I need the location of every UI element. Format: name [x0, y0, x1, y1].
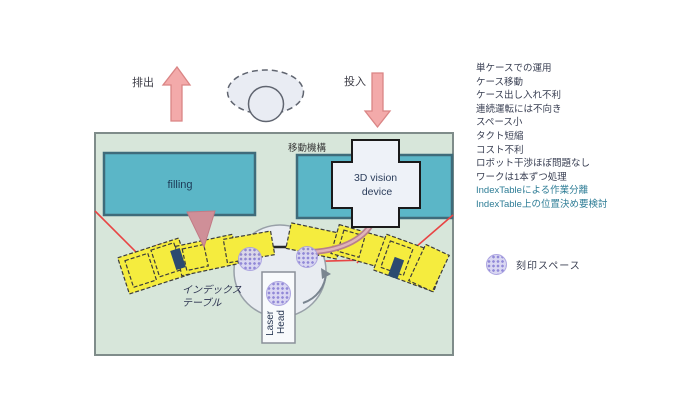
- note-line: IndexTableによる作業分離: [476, 185, 589, 197]
- pink-wedge: [186, 210, 216, 249]
- input-arrow-icon: [363, 72, 392, 129]
- note-line: タクト短縮: [476, 130, 524, 142]
- filling-station: filling: [102, 151, 257, 217]
- laser-head: Laser Head: [261, 271, 296, 344]
- input-label: 投入: [344, 76, 366, 88]
- marking-space-spot: [238, 247, 262, 271]
- note-line: ケース移動: [476, 76, 524, 88]
- note-line: ケース出し入れ不利: [476, 90, 562, 102]
- marking-space-legend-label: 刻印スペース: [516, 261, 581, 272]
- notes-list: 単ケースでの運用 ケース移動 ケース出し入れ不利 連続運転には不向き スペース小…: [476, 62, 607, 212]
- filling-label: filling: [167, 179, 192, 191]
- index-table-label: インデックス テーブル: [182, 285, 242, 310]
- note-line: コスト不利: [476, 144, 524, 156]
- operator-icon: [226, 69, 305, 123]
- index-table-label-line1: インデックス: [182, 285, 242, 296]
- note-line: IndexTable上の位置決め要検討: [476, 198, 608, 210]
- flow-arrows: [161, 65, 392, 129]
- discharge-arrow-icon: [161, 65, 192, 122]
- note-line: スペース小: [476, 117, 523, 129]
- marking-space-legend-icon: [486, 254, 507, 275]
- note-line: 単ケースでの運用: [476, 63, 552, 74]
- laser-head-label: Laser Head: [265, 308, 287, 336]
- vision-label: 3D vision device: [354, 172, 400, 198]
- note-line: ロボット干渉ほぼ問題なし: [476, 158, 591, 170]
- vision-device: 3D vision device: [331, 139, 421, 228]
- legend: 刻印スペース: [486, 254, 581, 275]
- discharge-label: 排出: [132, 77, 154, 89]
- marking-space-spot: [296, 246, 318, 268]
- index-table-label-line2: テーブル: [182, 297, 222, 309]
- gripper-patches: [170, 247, 405, 280]
- marking-space-spot: [266, 281, 291, 306]
- note-line: ワークは1本ずつ処理: [476, 171, 567, 183]
- mechanism-label: 移動機構: [288, 142, 327, 154]
- note-line: 連続運転には不向き: [476, 103, 562, 115]
